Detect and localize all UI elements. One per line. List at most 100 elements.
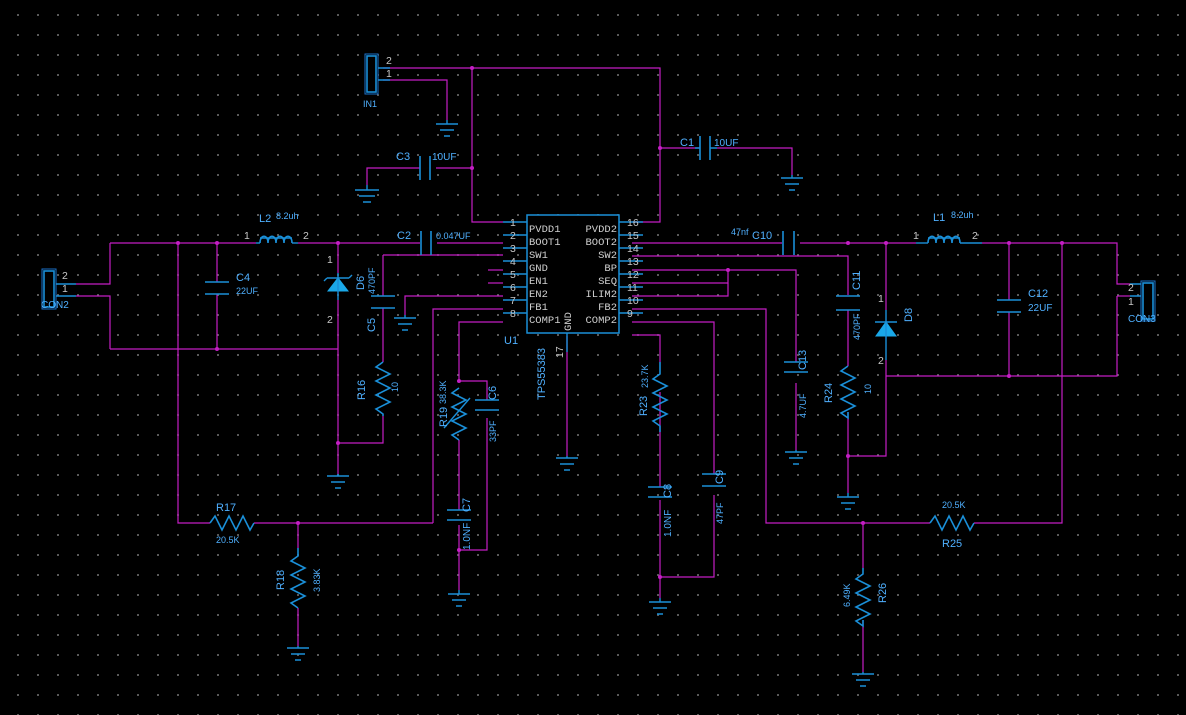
capacitor-c11[interactable]: C11 470PF: [836, 271, 863, 340]
ic-pin-number: 13: [627, 256, 639, 268]
capacitor-c5[interactable]: C5 470PF: [366, 267, 395, 332]
ic-pin-number: 8: [510, 308, 516, 320]
resistor-zigzag: [929, 514, 975, 532]
capacitor-value: 22UF: [1028, 303, 1052, 314]
capacitor-c9[interactable]: C9 47PF: [702, 470, 726, 524]
ic-pin-name: BP: [604, 263, 617, 275]
capacitor-value: 470PF: [852, 313, 862, 340]
resistor-r26[interactable]: R26 6.49K: [842, 568, 889, 628]
connector-pins: [56, 283, 76, 297]
capacitor-c1[interactable]: C1 10UF: [680, 136, 738, 160]
resistor-r16[interactable]: R16 10: [356, 361, 400, 416]
capacitor-refdes: C11: [851, 271, 863, 290]
ic-pin-name: COMP1: [529, 315, 561, 327]
ic-pin-name: BOOT1: [529, 237, 561, 249]
capacitor-c3[interactable]: C3 10UF: [396, 151, 456, 180]
capacitor-plates: [997, 299, 1021, 313]
ic-pin-number: 5: [510, 269, 516, 281]
connector-in1[interactable]: 2 1 IN1: [363, 53, 392, 109]
capacitor-c8[interactable]: C8 1.0NF: [648, 484, 674, 537]
resistor-r17[interactable]: R17 20.5K: [209, 502, 255, 545]
capacitor-refdes: C4: [236, 272, 250, 284]
resistor-zigzag: [854, 568, 872, 628]
capacitor-value: 1.0NF: [663, 510, 674, 537]
diode-pin-number: 1: [327, 254, 333, 266]
ic-u1[interactable]: 1 PVDD1 2 BOOT1 3 SW1 4 GND 5 EN1 6 EN2 …: [503, 214, 643, 400]
capacitor-c6[interactable]: C6 33PF: [475, 386, 499, 442]
capacitor-refdes: C3: [396, 151, 410, 163]
connector-con3[interactable]: 2 1 CON3: [1128, 280, 1156, 325]
ic-pin-name: SEQ: [598, 276, 617, 288]
connector-pin-number: 2: [1128, 282, 1134, 294]
ic-refdes: U1: [504, 335, 518, 347]
connector-body: [41, 268, 57, 310]
resistor-r25[interactable]: 20.5K R25: [929, 500, 975, 550]
capacitor-c7[interactable]: C7 1.0NF: [447, 498, 473, 550]
diode-d6[interactable]: 1 2 D6: [323, 254, 367, 326]
capacitor-value: 47nf: [731, 227, 749, 237]
ic-pin-name: PVDD2: [585, 224, 617, 236]
resistor-zigzag: [374, 361, 392, 416]
connector-outline: [1142, 282, 1154, 320]
capacitor-value: 1.0NF: [462, 523, 473, 550]
resistor-value: 6.49K: [842, 583, 852, 607]
capacitor-c10[interactable]: 47nf C10: [731, 227, 795, 255]
capacitor-plates: [784, 361, 808, 373]
capacitor-plates: [420, 231, 432, 255]
ground-icon: [287, 646, 309, 661]
ic-right-pins: 16 PVDD2 15 BOOT2 14 SW2 13 BP 12 SEQ 11…: [585, 217, 638, 327]
ic-left-pins: 1 PVDD1 2 BOOT1 3 SW1 4 GND 5 EN1 6 EN2 …: [510, 217, 561, 327]
inductor-pin-number: 2: [303, 230, 309, 242]
capacitor-c4[interactable]: C4 22UF: [205, 272, 259, 296]
capacitor-refdes: C8: [662, 484, 674, 498]
resistor-refdes: R16: [356, 380, 368, 400]
ic-pin-number: 12: [627, 269, 639, 281]
capacitor-plates: [699, 136, 711, 160]
capacitor-c2[interactable]: C2 0.047UF: [397, 230, 471, 255]
inductor-value: 8.2uh: [276, 211, 299, 221]
diode-pin-number: 2: [327, 314, 333, 326]
connector-con2[interactable]: 2 1 CON2: [41, 268, 76, 311]
inductor-value: 8.2uh: [951, 210, 974, 220]
resistor-value: 38.3K: [438, 380, 448, 404]
ic-pin-number: 14: [627, 243, 639, 255]
resistor-r18[interactable]: R18 3.83K: [275, 548, 322, 609]
connector-body: [364, 53, 379, 95]
ground-icon: [785, 450, 807, 465]
diode-d8[interactable]: 1 2 D8: [875, 293, 915, 367]
ic-pin-number: 3: [510, 243, 516, 255]
connector-pin-number: 1: [62, 283, 68, 295]
connector-refdes: CON2: [41, 300, 69, 311]
capacitor-refdes: C6: [487, 386, 499, 400]
junctions: [176, 66, 1064, 579]
resistor-r24[interactable]: R24 10: [823, 365, 873, 420]
ic-pin-number: 9: [627, 308, 633, 320]
ic-pin-name: FB2: [598, 302, 617, 314]
ic-part-number: TPS55383: [536, 348, 548, 400]
capacitor-value: 470PF: [367, 267, 377, 294]
inductor-pin-number: 1: [244, 230, 250, 242]
resistor-zigzag: [450, 387, 468, 441]
capacitor-plates: [447, 509, 471, 521]
ic-pin-number: 10: [627, 295, 639, 307]
capacitor-value: 0.047UF: [436, 231, 471, 241]
ic-pin-number: 7: [510, 295, 516, 307]
inductor-l1[interactable]: 1 2 L1 8.2uh: [913, 210, 982, 244]
connector-pin-number: 1: [386, 68, 392, 80]
ic-pin-number: 2: [510, 230, 516, 242]
inductor-l2[interactable]: 1 2 L2 8.2uh: [244, 211, 309, 244]
ground-icon: [852, 672, 874, 687]
resistor-zigzag: [209, 514, 255, 532]
resistor-r23[interactable]: R23 23.7K: [638, 362, 669, 432]
resistor-r19[interactable]: R19 38.3K: [438, 380, 471, 441]
connector-pin-number: 2: [386, 55, 392, 67]
diode-pin-number: 1: [878, 293, 884, 305]
resistor-refdes: R19: [438, 407, 450, 427]
ground-icon: [327, 474, 349, 489]
capacitor-c13[interactable]: C13 4.7UF: [784, 350, 809, 418]
connector-pin-number: 1: [1128, 296, 1134, 308]
wires: [76, 67, 1130, 672]
capacitor-c12[interactable]: C12 22UF: [997, 288, 1052, 314]
ground-icon: [436, 120, 458, 137]
ic-pin-stubs: [503, 221, 643, 314]
